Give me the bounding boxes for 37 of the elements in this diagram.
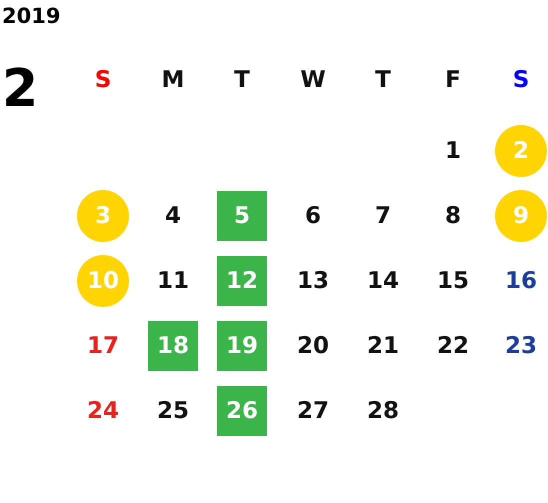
date-number: 11 bbox=[156, 267, 190, 296]
highlighted-date-circle: 10 bbox=[77, 255, 129, 307]
weekday-header: F bbox=[444, 66, 462, 95]
date-number: 14 bbox=[366, 267, 400, 296]
date-number: 4 bbox=[164, 202, 182, 231]
date-number: 16 bbox=[504, 267, 538, 296]
date-number: 13 bbox=[296, 267, 330, 296]
highlighted-date-square: 18 bbox=[148, 321, 198, 371]
highlighted-date-square: 26 bbox=[217, 386, 267, 436]
highlighted-date-square: 12 bbox=[217, 256, 267, 306]
highlighted-date-circle: 2 bbox=[495, 125, 547, 177]
weekday-header: S bbox=[94, 66, 112, 95]
date-number: 25 bbox=[156, 397, 190, 426]
date-number: 8 bbox=[444, 202, 462, 231]
highlighted-date-circle: 3 bbox=[77, 190, 129, 242]
highlighted-date-circle: 9 bbox=[495, 190, 547, 242]
date-number: 24 bbox=[86, 397, 120, 426]
date-number: 1 bbox=[444, 137, 462, 166]
date-number: 6 bbox=[304, 202, 322, 231]
date-number: 22 bbox=[436, 332, 470, 361]
highlighted-date-square: 5 bbox=[217, 191, 267, 241]
weekday-header: T bbox=[233, 66, 251, 95]
date-number: 20 bbox=[296, 332, 330, 361]
date-number: 21 bbox=[366, 332, 400, 361]
weekday-header: S bbox=[512, 66, 530, 95]
date-number: 17 bbox=[86, 332, 120, 361]
date-number: 27 bbox=[296, 397, 330, 426]
date-number: 23 bbox=[504, 332, 538, 361]
weekday-header: W bbox=[299, 66, 327, 95]
date-number: 28 bbox=[366, 397, 400, 426]
weekday-header: T bbox=[374, 66, 392, 95]
weekday-header: M bbox=[160, 66, 186, 95]
date-number: 7 bbox=[374, 202, 392, 231]
month-number: 2 bbox=[2, 58, 38, 120]
date-number: 15 bbox=[436, 267, 470, 296]
year-label: 2019 bbox=[2, 4, 60, 28]
highlighted-date-square: 19 bbox=[217, 321, 267, 371]
